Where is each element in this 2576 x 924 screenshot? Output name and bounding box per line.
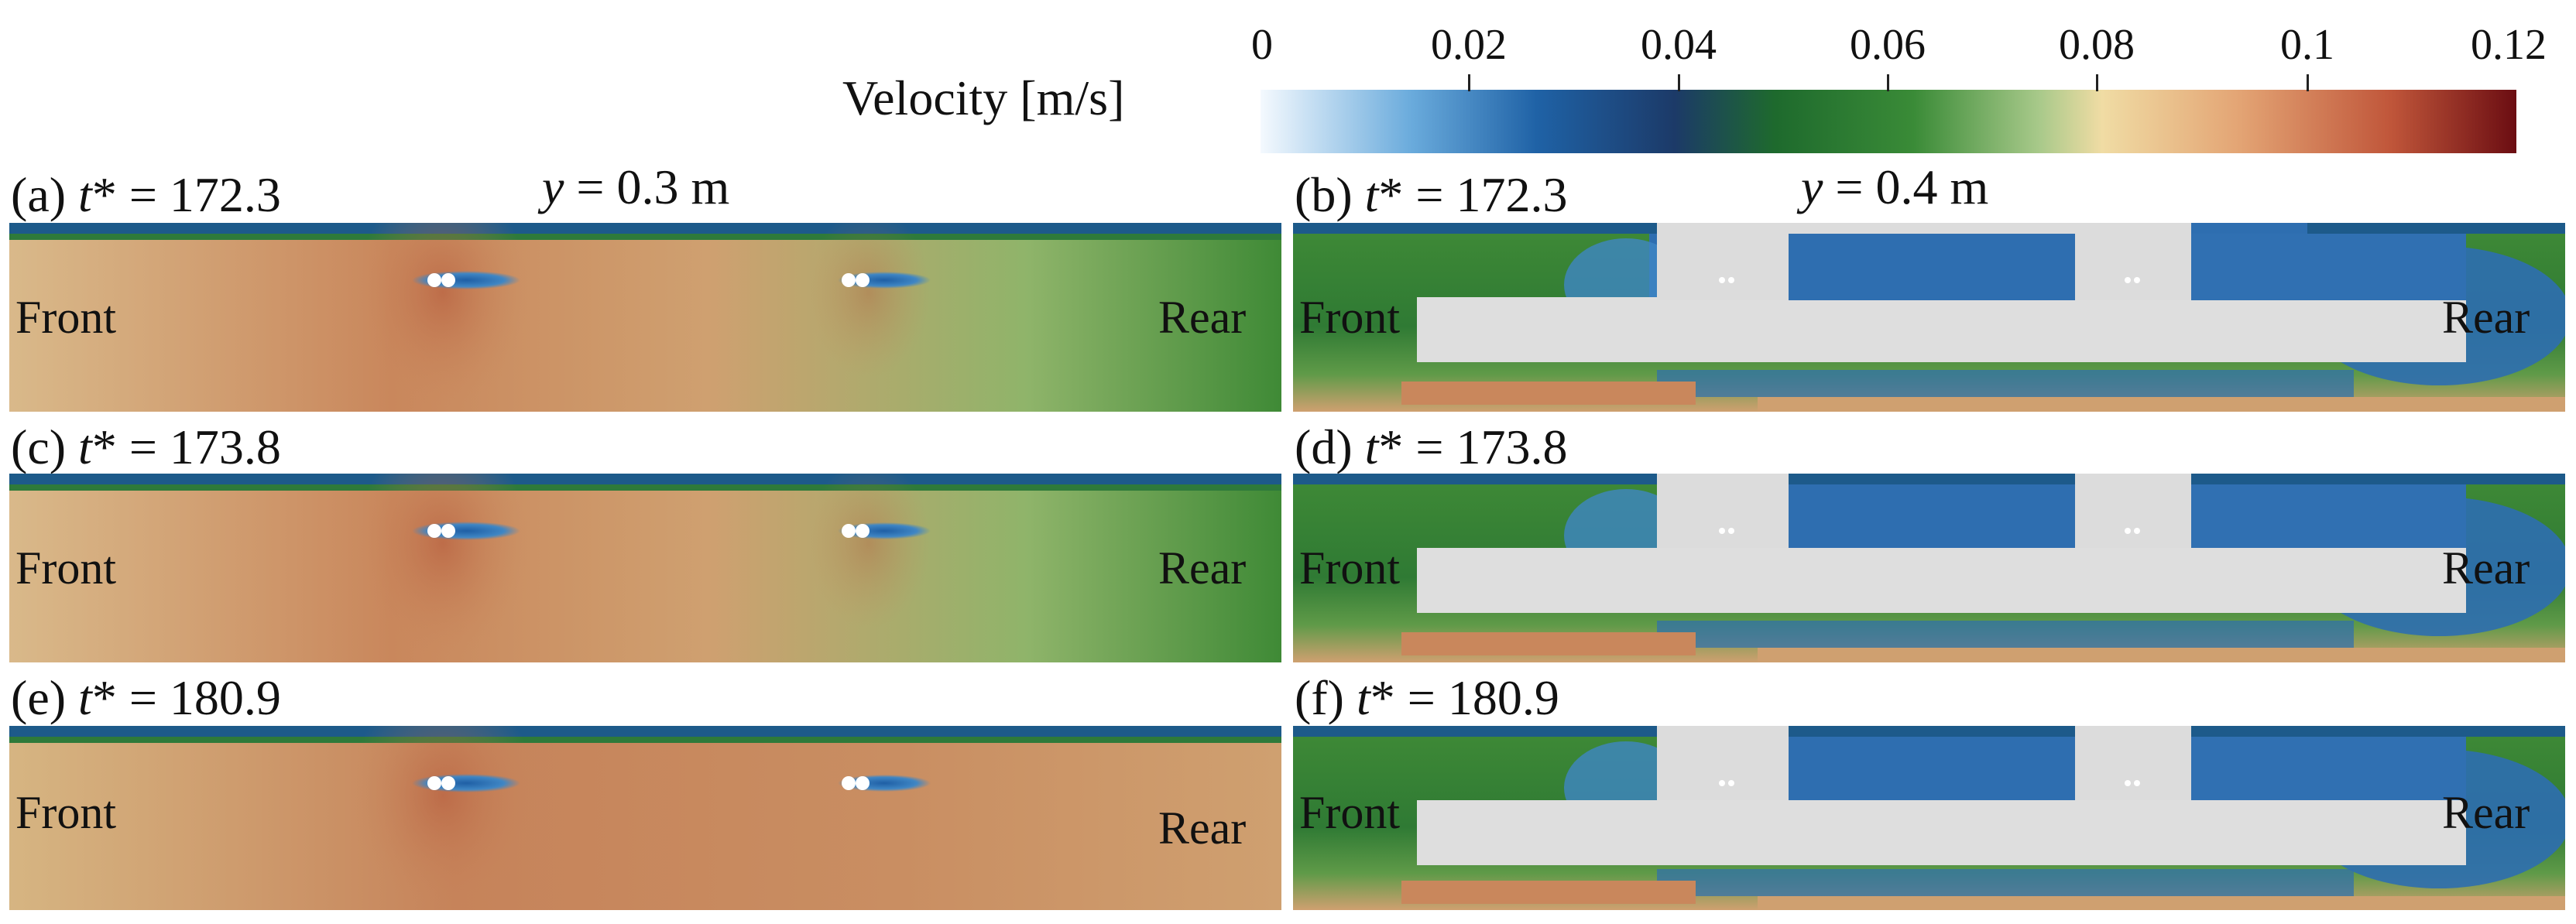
panel-f-label: (f) t* = 180.9 xyxy=(1295,670,1559,725)
panel-a-label: (a) t* = 172.3 xyxy=(11,167,281,222)
front-label: Front xyxy=(1299,542,1401,594)
colorbar-tick: 0.1 xyxy=(2280,21,2334,69)
rear-label: Rear xyxy=(1158,292,1247,343)
section-label-left: y = 0.3 m xyxy=(542,159,730,214)
colorbar-gradient xyxy=(1261,90,2516,153)
colorbar-tick: 0.12 xyxy=(2471,21,2547,69)
panel-e-field xyxy=(9,726,1281,910)
section-label-right: y = 0.4 m xyxy=(1801,159,1989,214)
front-label: Front xyxy=(15,787,117,838)
front-label: Front xyxy=(1299,787,1401,838)
colorbar-tick: 0.08 xyxy=(2059,21,2135,69)
colorbar-tick: 0.02 xyxy=(1431,21,1507,69)
panel-c-field xyxy=(9,474,1281,662)
panel-f-field xyxy=(1293,726,2565,910)
panel-b-field xyxy=(1293,223,2565,412)
panel-b-label: (b) t* = 172.3 xyxy=(1295,167,1568,222)
colorbar-tick: 0 xyxy=(1251,21,1273,69)
colorbar xyxy=(1261,90,2516,153)
rear-label: Rear xyxy=(2442,787,2530,838)
colorbar-title: Velocity [m/s] xyxy=(842,70,1125,125)
panel-d-label: (d) t* = 173.8 xyxy=(1295,419,1568,474)
panel-a-field xyxy=(9,223,1281,412)
panel-d-field xyxy=(1293,474,2565,662)
front-label: Front xyxy=(1299,292,1401,343)
rear-label: Rear xyxy=(1158,803,1247,854)
colorbar-tick: 0.06 xyxy=(1850,21,1926,69)
rear-label: Rear xyxy=(2442,292,2530,343)
colorbar-tick: 0.04 xyxy=(1641,21,1717,69)
panel-c-label: (c) t* = 173.8 xyxy=(11,419,281,474)
front-label: Front xyxy=(15,542,117,594)
front-label: Front xyxy=(15,292,117,343)
panel-e-label: (e) t* = 180.9 xyxy=(11,670,281,725)
rear-label: Rear xyxy=(2442,542,2530,594)
rear-label: Rear xyxy=(1158,542,1247,594)
